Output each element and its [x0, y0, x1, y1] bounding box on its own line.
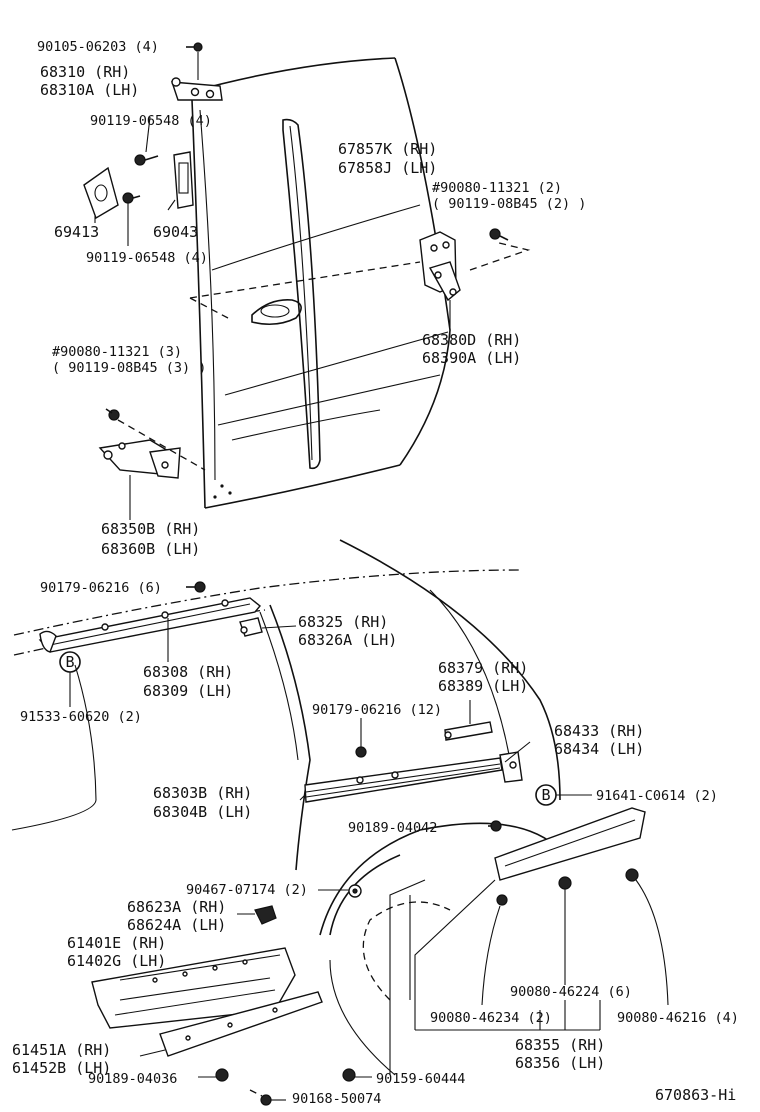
fastener-90080-46224-icon: [558, 876, 572, 985]
clip-68623A-icon: [237, 905, 277, 925]
label-68356: 68356 (LH): [515, 1054, 605, 1072]
label-91533-60620: 91533-60620 (2): [20, 709, 142, 725]
label-68303B: 68303B (RH): [153, 784, 252, 802]
label-69043: 69043: [153, 223, 198, 241]
screw-90179-06216-center-icon: [355, 718, 367, 758]
callout-b-right: B: [535, 784, 592, 806]
roof-rail-68308: [38, 597, 261, 653]
label-90179-06216-a: 90179-06216 (6): [40, 580, 162, 596]
label-90080-11321-a: #90080-11321 (2): [432, 180, 562, 196]
fastener-90080-46234-icon: [481, 894, 508, 1006]
label-67857K: 67857K (RH): [338, 140, 437, 158]
label-61452B: 61452B (LH): [12, 1059, 111, 1077]
label-68310: 68310 (RH): [40, 63, 130, 81]
plate-69413: [83, 166, 119, 220]
label-61451A: 61451A (RH): [12, 1041, 111, 1059]
label-68325: 68325 (RH): [298, 613, 388, 631]
clip-90189-04042-icon: [488, 820, 502, 832]
label-61402G: 61402G (LH): [67, 952, 166, 970]
grommet-90467-icon: [318, 884, 362, 898]
label-90119-06548-top: 90119-06548 (4): [90, 113, 212, 129]
label-67858J: 67858J (LH): [338, 159, 437, 177]
label-68390A: 68390A (LH): [422, 349, 521, 367]
label-90080-46234: 90080-46234 (2): [430, 1010, 552, 1026]
label-90179-06216-b: 90179-06216 (12): [312, 702, 442, 718]
vehicle-body-outline: [11, 539, 561, 1076]
label-68434: 68434 (LH): [554, 740, 644, 758]
label-68380D: 68380D (RH): [422, 331, 521, 349]
upper-hinge-68310: [171, 77, 223, 101]
part-labels: 90105-06203 (4) 68310 (RH) 68310A (LH) 9…: [12, 39, 739, 1107]
label-68326A: 68326A (LH): [298, 631, 397, 649]
label-90119-06548-bottom: 90119-06548 (4): [86, 250, 208, 266]
label-90467-07174: 90467-07174 (2): [186, 882, 308, 898]
label-68310A: 68310A (LH): [40, 81, 139, 99]
label-90080-46216: 90080-46216 (4): [617, 1010, 739, 1026]
bolt-90105-icon: [186, 42, 203, 80]
screw-90119-06548-icon: [122, 154, 159, 246]
screw-90159-60444-icon: [342, 1068, 372, 1082]
label-68624A: 68624A (LH): [127, 916, 226, 934]
screw-90168-50074-icon: [249, 1089, 286, 1106]
bolt-90080-11321-lower-icon: [105, 408, 120, 421]
sliding-door-panel: [189, 57, 451, 509]
label-68433: 68433 (RH): [554, 722, 644, 740]
label-90105-06203: 90105-06203 (4): [37, 39, 159, 55]
fastener-90080-46216-icon: [625, 868, 669, 1006]
label-69413: 69413: [54, 223, 99, 241]
center-hinge-68380D: [419, 231, 461, 302]
screw-90179-06216-icon: [186, 581, 206, 593]
label-68308: 68308 (RH): [143, 663, 233, 681]
diagram-code: 670863-Hi: [655, 1086, 736, 1104]
label-90080-46224: 90080-46224 (6): [510, 984, 632, 1000]
label-68623A: 68623A (RH): [127, 898, 226, 916]
side-moulding-68355: [494, 807, 646, 881]
callout-b-left-letter: B: [65, 653, 74, 671]
callout-b-left: B: [59, 651, 81, 707]
label-68355: 68355 (RH): [515, 1036, 605, 1054]
bolt-90080-11321-icon: [489, 228, 509, 241]
label-91641-C0614: 91641-C0614 (2): [596, 788, 718, 804]
label-68379: 68379 (RH): [438, 659, 528, 677]
label-68350B: 68350B (RH): [101, 520, 200, 538]
glass-run-channel: [282, 118, 321, 470]
label-90119-08B45-b: ( 90119-08B45 (3) ): [52, 360, 206, 376]
label-90119-08B45-a: ( 90119-08B45 (2) ): [432, 196, 586, 212]
rail-68379: [444, 700, 493, 741]
label-61401E: 61401E (RH): [67, 934, 166, 952]
screw-90189-04036-icon: [198, 1068, 229, 1082]
clip-68325-icon: [239, 617, 297, 637]
center-rail-68303B: [299, 751, 523, 803]
label-90080-11321-b: #90080-11321 (3): [52, 344, 182, 360]
label-90159-60444: 90159-60444: [376, 1071, 465, 1087]
label-68309: 68309 (LH): [143, 682, 233, 700]
label-68304B: 68304B (LH): [153, 803, 252, 821]
label-68389: 68389 (LH): [438, 677, 528, 695]
lower-hinge-68350B: [98, 439, 181, 479]
callout-b-right-letter: B: [541, 786, 550, 804]
label-68360B: 68360B (LH): [101, 540, 200, 558]
striker-69043: [173, 151, 194, 209]
scuff-plate-61451A: [139, 991, 323, 1057]
label-90168-50074: 90168-50074: [292, 1091, 381, 1107]
label-90189-04036: 90189-04036: [88, 1071, 177, 1087]
label-90189-04042: 90189-04042: [348, 820, 437, 836]
